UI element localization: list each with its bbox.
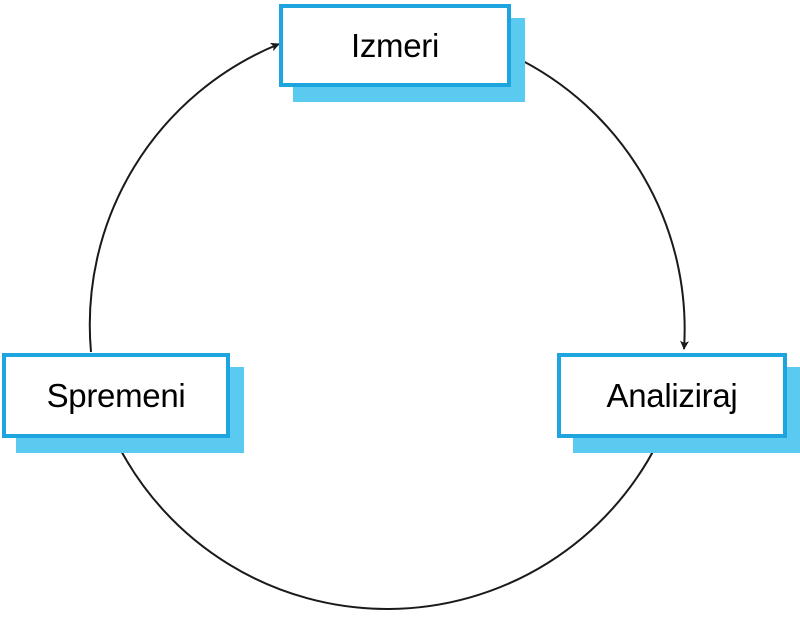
arrow-analyze-to-change: [116, 439, 660, 610]
node-box: Analiziraj: [557, 353, 787, 438]
node-label-change: Spremeni: [46, 376, 186, 414]
arrow-measure-to-analyze: [512, 55, 690, 350]
node-label-analyze: Analiziraj: [606, 376, 738, 414]
node-label-measure: Izmeri: [350, 26, 440, 64]
arrow-change-to-measure: [88, 42, 280, 353]
node-box: Izmeri: [279, 4, 511, 87]
node-box: Spremeni: [2, 353, 230, 438]
